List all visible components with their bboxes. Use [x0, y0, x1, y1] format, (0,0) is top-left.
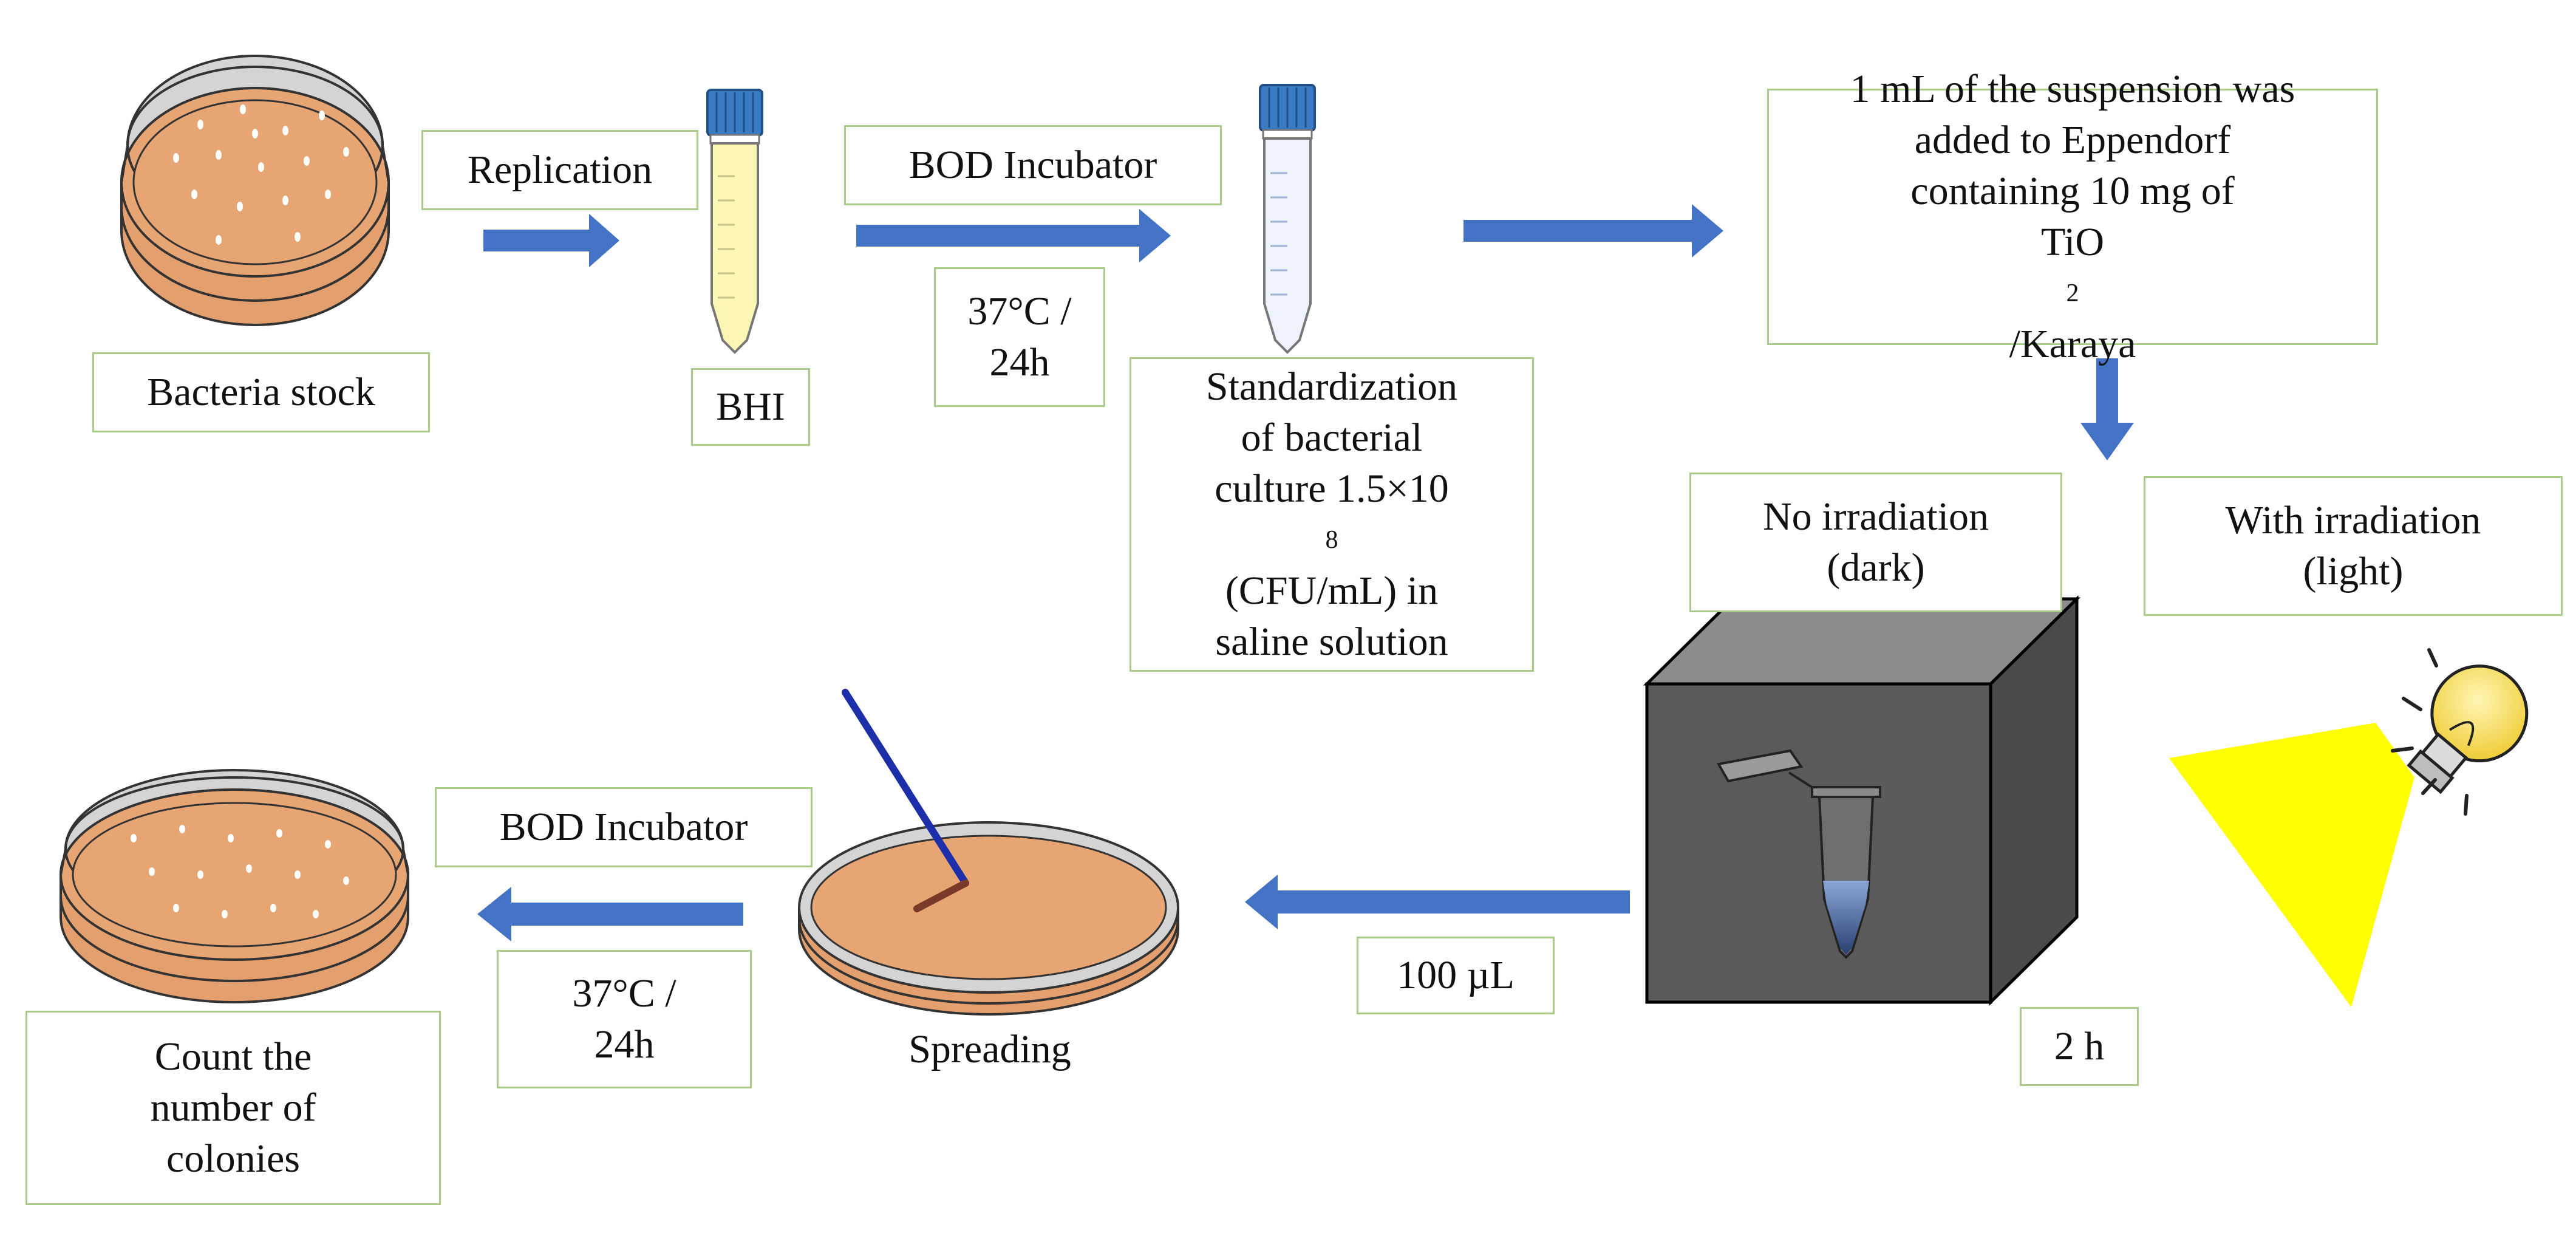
incubation-1-line-2: 24h: [989, 340, 1050, 384]
no-irradiation-line-1: No irradiation: [1762, 494, 1989, 539]
standardized-culture-tube: [1259, 84, 1316, 354]
standardization-line-1: Standardization: [1205, 364, 1458, 409]
incubation-1-line-1: 37°C /: [967, 289, 1072, 333]
colonies: [173, 104, 349, 245]
label-incubation-1: 37°C / 24h: [934, 267, 1105, 407]
standardization-exponent: 8: [1325, 526, 1338, 554]
light-beam: [2169, 723, 2414, 1007]
eppendorf-tube: [1716, 749, 1881, 959]
standardization-line-3-base: culture 1.5×10: [1215, 466, 1449, 511]
petri-dish-spreading: [798, 821, 1179, 1016]
no-irradiation-line-2: (dark): [1827, 545, 1925, 590]
incubation-2-line-2: 24h: [594, 1022, 655, 1067]
incubation-2-line-1: 37°C /: [572, 971, 676, 1016]
label-with-irradiation: With irradiation (light): [2144, 476, 2563, 616]
arrow-bod-incubation: [856, 209, 1171, 262]
label-volume: 100 µL: [1357, 937, 1555, 1014]
count-line-3: colonies: [166, 1136, 300, 1181]
with-irradiation-line-1: With irradiation: [2225, 498, 2481, 542]
light-bulb-icon: [2391, 648, 2529, 816]
count-line-2: number of: [150, 1085, 316, 1130]
duration-text: 2 h: [2054, 1024, 2105, 1068]
label-bacteria-stock: Bacteria stock: [92, 352, 430, 432]
suspension-formula-suffix: /Karaya: [2009, 322, 2136, 366]
standardization-line-5: saline solution: [1215, 620, 1448, 664]
bhi-text: BHI: [716, 384, 785, 429]
petri-dish-count: [60, 769, 409, 1003]
suspension-line-2: added to Eppendorf: [1914, 118, 2231, 162]
with-irradiation-line-2: (light): [2303, 549, 2404, 593]
label-bod-incubator-1: BOD Incubator: [844, 125, 1222, 205]
spreader-rod: [842, 689, 969, 912]
suspension-line-1: 1 mL of the suspension was: [1850, 67, 2295, 111]
label-duration: 2 h: [2020, 1007, 2139, 1086]
colonies: [131, 825, 349, 918]
count-line-1: Count the: [154, 1034, 312, 1079]
petri-dish-bacteria-stock: [120, 55, 390, 326]
suspension-line-4: TiO 2/Karaya: [2009, 217, 2136, 370]
label-spreading: Spreading: [851, 1024, 1128, 1075]
volume-text: 100 µL: [1397, 953, 1515, 997]
arrow-to-suspension: [1463, 204, 1723, 258]
standardization-line-4: (CFU/mL) in: [1225, 569, 1439, 613]
arrow-to-spreading: [1245, 875, 1630, 929]
bod-incubator-1-text: BOD Incubator: [908, 143, 1157, 187]
label-bod-incubator-2: BOD Incubator: [435, 787, 813, 867]
standardization-line-2: of bacterial: [1241, 415, 1423, 460]
replication-text: Replication: [467, 148, 653, 192]
suspension-line-3: containing 10 mg of: [1910, 169, 2235, 213]
label-incubation-2: 37°C / 24h: [497, 950, 752, 1088]
bod-incubator-2-text: BOD Incubator: [499, 805, 748, 849]
arrow-to-count: [477, 887, 743, 941]
dark-incubation-box: [1643, 595, 2081, 1006]
label-count-colonies: Count the number of colonies: [26, 1011, 441, 1205]
bhi-tube: [706, 89, 763, 354]
arrow-down: [2080, 358, 2134, 460]
label-replication: Replication: [421, 130, 698, 210]
label-standardization: Standardization of bacterial culture 1.5…: [1130, 357, 1534, 672]
label-bhi: BHI: [691, 368, 810, 446]
bacteria-stock-text: Bacteria stock: [147, 370, 375, 414]
suspension-formula-subscript: 2: [2066, 279, 2079, 307]
standardization-line-3: culture 1.5×10 8: [1215, 463, 1448, 565]
spreading-text: Spreading: [908, 1027, 1071, 1071]
label-no-irradiation: No irradiation (dark): [1689, 473, 2062, 612]
suspension-formula-prefix: TiO: [2041, 220, 2104, 264]
label-suspension: 1 mL of the suspension was added to Eppe…: [1767, 67, 2378, 366]
arrow-replication: [483, 214, 619, 267]
